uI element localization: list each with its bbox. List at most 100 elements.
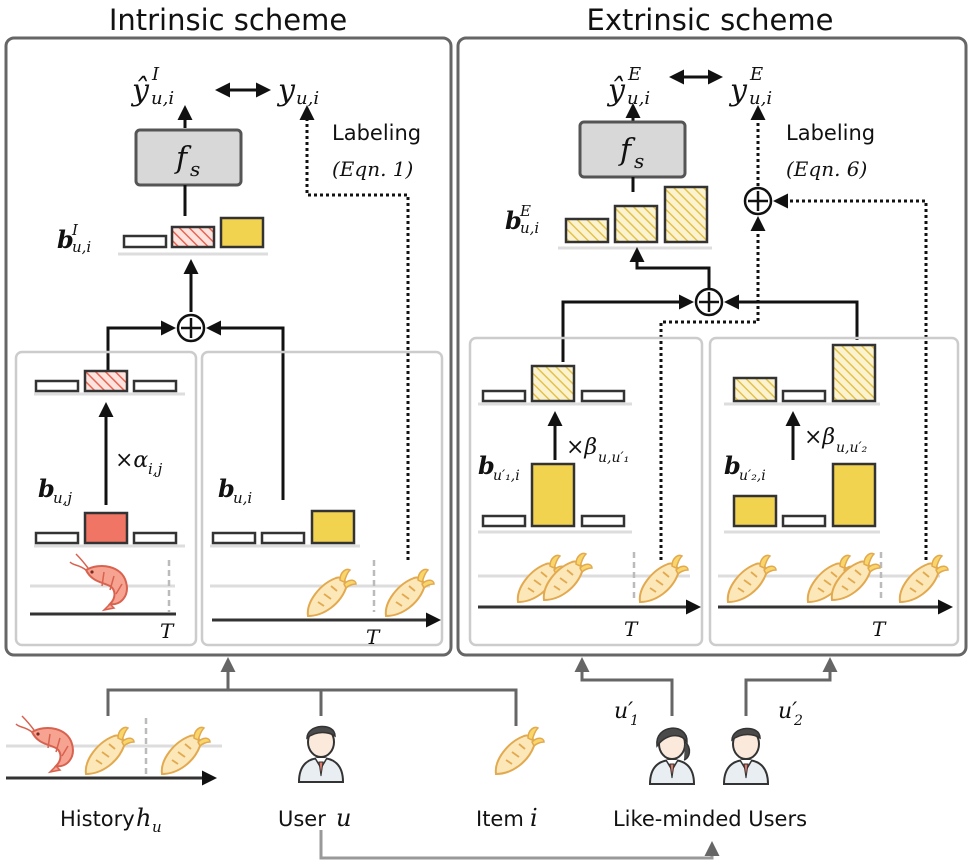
carrot-icon — [898, 554, 949, 603]
carrot-icon — [638, 554, 689, 603]
extrinsic-label-right-dotted — [773, 193, 928, 560]
extrinsic-target-sub: u,i — [749, 88, 772, 109]
user-label: User — [278, 807, 326, 831]
intrinsic-alpha-sub: i,j — [148, 460, 163, 478]
u2-sub: 2 — [793, 713, 803, 729]
extrinsic-right-to-plus-arrow — [724, 294, 859, 340]
history-label: History — [60, 807, 135, 831]
carrot-icon — [84, 726, 135, 775]
history-sub: u — [152, 818, 162, 836]
intrinsic-alpha-label: ×α — [115, 448, 148, 473]
carrot-icon — [384, 568, 435, 617]
intrinsic-fs-box — [134, 128, 243, 187]
user-male-icon — [723, 727, 769, 785]
extrinsic-right-bottom-bar-3 — [831, 462, 877, 528]
intrinsic-panel: ŷ I u,i y u,i f s Labeling (Eqn. 1) b I … — [4, 36, 453, 657]
intrinsic-bI-label: b — [57, 225, 74, 254]
extrinsic-bE-sub: u,i — [520, 219, 539, 237]
intrinsic-pred-sub: u,i — [151, 88, 174, 109]
intrinsic-labeling-text: Labeling — [332, 121, 421, 145]
intrinsic-bI-bar-3 — [219, 216, 265, 249]
extrinsic-fs-sub: s — [634, 149, 644, 173]
u2-label: u′ — [778, 699, 797, 724]
carrot-icon — [306, 568, 357, 617]
extrinsic-plus-out-arrow — [629, 247, 711, 289]
extrinsic-bE-bar-3 — [663, 185, 709, 244]
extrinsic-pred: ŷ — [606, 73, 626, 108]
extrinsic-left-bottom-bar-3 — [580, 514, 626, 528]
extrinsic-labeling-text: Labeling — [786, 121, 875, 145]
extrinsic-left-bottom-bar-2 — [530, 462, 576, 528]
extrinsic-bE-bar-2 — [613, 204, 659, 244]
item-block: Item i — [476, 726, 545, 832]
extrinsic-left-bottom-bar-1 — [481, 514, 527, 528]
extrinsic-right-bottom-bar-1 — [732, 494, 778, 528]
extrinsic-right-top-bar-3 — [831, 343, 877, 403]
extrinsic-left-to-plus-arrow — [561, 294, 694, 362]
intrinsic-bui-label: b — [218, 474, 235, 503]
extrinsic-beta2-label: ×β — [804, 425, 835, 450]
extrinsic-right-subpanel — [708, 336, 960, 647]
intrinsic-left-top-bar-1 — [34, 379, 80, 393]
extrinsic-right-top-bar-1 — [732, 376, 778, 403]
intrinsic-pred: ŷ — [130, 73, 150, 108]
intrinsic-right-bar-2 — [260, 531, 306, 545]
extrinsic-left-T: T — [624, 617, 639, 641]
item-var: i — [530, 804, 538, 832]
history-block: History h u — [6, 715, 222, 836]
intrinsic-left-subpanel — [14, 350, 198, 647]
intrinsic-right-T: T — [366, 625, 381, 649]
intrinsic-buj-sub: u,j — [53, 489, 72, 507]
shrimp-icon — [15, 715, 74, 773]
inputs-bus-line — [106, 688, 518, 726]
intrinsic-left-to-plus-arrow — [106, 320, 176, 376]
extrinsic-bE-sup: E — [519, 202, 531, 220]
history-var: h — [136, 804, 151, 832]
carrot-icon — [726, 554, 777, 603]
shrimp-icon — [69, 553, 128, 611]
user-var: u — [336, 804, 351, 832]
intrinsic-bI-sub: u,i — [72, 238, 91, 256]
intrinsic-right-subpanel — [200, 350, 444, 647]
intrinsic-buj-label: b — [38, 474, 55, 503]
u1-label: u′ — [614, 699, 633, 724]
extrinsic-left-top-bar-1 — [481, 389, 527, 403]
intrinsic-title: Intrinsic scheme — [109, 3, 347, 37]
intrinsic-labeling-arrow — [299, 105, 410, 560]
extrinsic-target-sup: E — [749, 64, 763, 85]
carrot-icon — [494, 726, 545, 775]
intrinsic-eqn-text: (Eqn. 1) — [332, 157, 413, 181]
user-icon — [298, 725, 344, 783]
extrinsic-bu1-label: b — [478, 451, 495, 480]
extrinsic-left-top-bar-3 — [580, 389, 626, 403]
extrinsic-title: Extrinsic scheme — [587, 3, 834, 37]
u1-sub: 1 — [630, 713, 639, 729]
user-block: User u — [278, 725, 351, 832]
extrinsic-fs-box — [578, 120, 687, 179]
extrinsic-beta1-label: ×β — [566, 435, 597, 460]
intrinsic-left-bottom-bar-1 — [34, 531, 80, 545]
intrinsic-fs-sub: s — [190, 157, 200, 181]
bottom-connections: u′ 1 u′ 2 — [106, 657, 838, 860]
extrinsic-bE-label: b — [505, 206, 522, 235]
intrinsic-left-T: T — [160, 619, 175, 643]
extrinsic-label-left-dotted — [659, 216, 766, 560]
intrinsic-bI-sup: I — [71, 221, 79, 239]
intrinsic-bI-bar-1 — [122, 234, 168, 249]
intrinsic-left-top-bar-3 — [132, 379, 178, 393]
intrinsic-target-sub: u,i — [296, 88, 319, 109]
u2-to-extrinsic-arrow — [744, 657, 838, 716]
intrinsic-left-top-bar-2 — [83, 369, 129, 393]
extrinsic-left-subpanel — [468, 336, 704, 647]
like-minded-block: Like-minded Users — [613, 727, 807, 831]
extrinsic-target: y — [728, 73, 748, 108]
like-minded-label: Like-minded Users — [613, 807, 807, 831]
extrinsic-right-T: T — [872, 617, 887, 641]
extrinsic-left-top-bar-2 — [530, 364, 576, 403]
extrinsic-panel-border — [456, 36, 968, 657]
extrinsic-beta2-sub: u,u′₂ — [836, 440, 868, 456]
extrinsic-eqn-text: (Eqn. 6) — [786, 157, 867, 181]
extrinsic-bE-bar-1 — [564, 217, 610, 244]
